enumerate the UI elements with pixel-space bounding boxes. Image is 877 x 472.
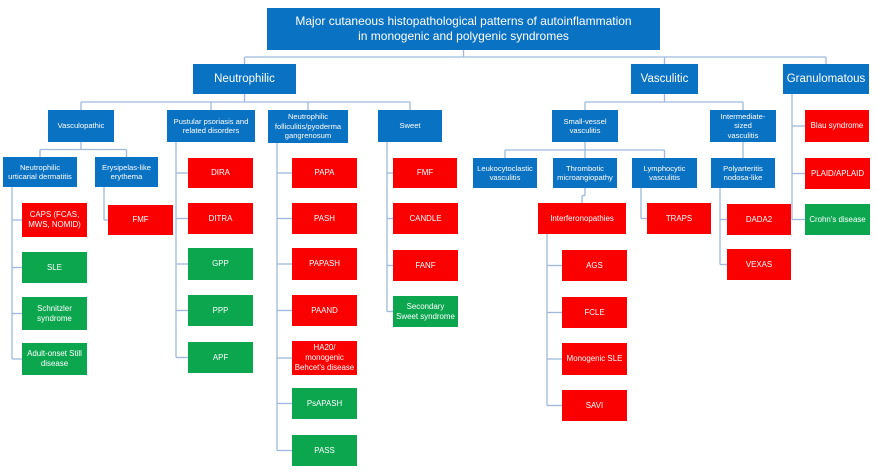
node-dira: DIRA xyxy=(188,158,253,188)
node-title: Major cutaneous histopathological patter… xyxy=(267,8,660,50)
node-polyarteritis: Polyarteritis nodosa-like xyxy=(711,158,775,188)
node-pash: PASH xyxy=(292,203,357,234)
node-gpp: GPP xyxy=(188,248,253,280)
node-neutrophilic-folliculitis: Neutrophilic folliculitis/pyoderma gangr… xyxy=(268,110,348,143)
node-ditra: DITRA xyxy=(188,203,253,234)
node-ele: Erysipelas-like erythema xyxy=(95,157,158,187)
node-savi: SAVI xyxy=(562,390,627,421)
node-crohn: Crohn's disease xyxy=(805,204,870,235)
node-neutrophilic: Neutrophilic xyxy=(193,64,296,94)
node-paand: PAAND xyxy=(292,295,357,326)
node-small-vessel-vasculitis: Small-vessel vasculitis xyxy=(552,110,618,142)
node-apf: APF xyxy=(188,342,253,373)
node-ha20: HA20/ monogenic Behcet's disease xyxy=(292,341,357,375)
node-intermediate-vasculitis: Intermediate-sized vasculitis xyxy=(710,110,776,142)
node-monogenic-sle: Monogenic SLE xyxy=(562,343,627,375)
node-aosd: Adult-onset Still disease xyxy=(22,343,87,375)
node-vexas: VEXAS xyxy=(727,249,791,280)
node-dada2: DADA2 xyxy=(727,204,791,235)
node-papa: PAPA xyxy=(292,158,357,188)
node-fanf: FANF xyxy=(393,250,458,281)
node-plaid: PLAID/APLAID xyxy=(805,158,870,189)
node-fmf-sweet: FMF xyxy=(393,158,457,188)
node-interferonopathies: Interferonopathies xyxy=(538,203,626,234)
node-lymphocytic: Lymphocytic vasculitis xyxy=(632,158,697,188)
node-papash: PAPASH xyxy=(292,248,357,280)
node-granulomatous: Granulomatous xyxy=(783,64,869,94)
node-fcle: FCLE xyxy=(562,297,627,328)
node-traps: TRAPS xyxy=(647,203,711,234)
node-sweet: Sweet xyxy=(378,110,442,142)
node-ppp: PPP xyxy=(188,295,253,326)
node-ags: AGS xyxy=(562,250,627,281)
node-schnitzler: Schnitzler syndrome xyxy=(22,297,87,330)
node-thrombotic: Thrombotic microangiopathy xyxy=(553,158,617,188)
node-vasculitic: Vasculitic xyxy=(631,64,698,94)
node-pass: PASS xyxy=(292,435,357,466)
node-pustular-psoriasis: Pustular psoriasis and related disorders xyxy=(167,110,255,142)
node-candle: CANDLE xyxy=(393,203,458,234)
node-nud: Neutrophilic urticarial dermatitis xyxy=(3,157,77,187)
node-blau: Blau syndrome xyxy=(805,110,869,142)
node-fmf-ele: FMF xyxy=(108,205,173,235)
node-sle: SLE xyxy=(22,252,87,283)
node-psapash: PsAPASH xyxy=(292,388,357,419)
node-caps: CAPS (FCAS, MWS, NOMID) xyxy=(22,203,87,237)
node-leukocytoclastic: Leukocytoclastic vasculitis xyxy=(473,158,537,188)
node-secondary-sweet: Secondary Sweet syndrome xyxy=(393,296,458,327)
node-vasculopathic: Vasculopathic xyxy=(48,110,114,142)
